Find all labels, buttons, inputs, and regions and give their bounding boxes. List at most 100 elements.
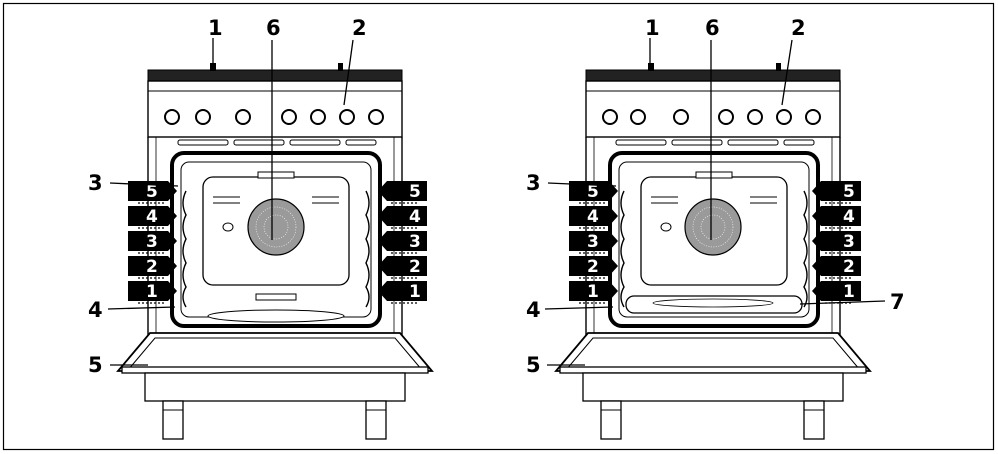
shelf-level-tag bbox=[378, 256, 427, 276]
callout-leaders bbox=[107, 38, 886, 366]
storage-drawer bbox=[582, 372, 844, 402]
callout-label: 4 bbox=[526, 298, 541, 322]
knob bbox=[776, 109, 792, 125]
shelf-level-tag bbox=[378, 181, 427, 201]
shelf-level-number: 4 bbox=[409, 207, 421, 227]
knob bbox=[602, 109, 618, 125]
shelf-level-number: 2 bbox=[587, 257, 599, 277]
door-handle bbox=[121, 366, 429, 374]
shelf-level-number: 1 bbox=[146, 282, 158, 302]
shelf-level-number: 5 bbox=[146, 182, 158, 202]
callout-label: 3 bbox=[526, 171, 541, 195]
callout-label: 4 bbox=[88, 298, 103, 322]
oven-fan bbox=[684, 198, 742, 256]
shelf-level-number: 5 bbox=[409, 182, 421, 202]
shelf-level-number: 3 bbox=[409, 232, 421, 252]
shelf-level-number: 5 bbox=[587, 182, 599, 202]
knob bbox=[235, 109, 251, 125]
callout-label: 2 bbox=[791, 16, 806, 40]
oven-left bbox=[116, 63, 434, 440]
shelf-level-tag bbox=[128, 231, 177, 251]
shelf-level-tag bbox=[569, 231, 618, 251]
knob bbox=[195, 109, 211, 125]
shelf-level-tags: 5 4 3 2 1 5 4 3 2 1 5 4 3 2 1 5 4 3 2 1 bbox=[128, 181, 861, 304]
shelf-level-tag bbox=[812, 231, 861, 251]
shelf-level-tag bbox=[569, 206, 618, 226]
shelf-level-number: 2 bbox=[409, 257, 421, 277]
shelf-level-number: 3 bbox=[587, 232, 599, 252]
vent-slots bbox=[615, 139, 815, 146]
shelf-level-tag bbox=[812, 256, 861, 276]
oven-fan bbox=[247, 198, 305, 256]
callout-label: 7 bbox=[890, 290, 905, 314]
oven-right bbox=[554, 63, 872, 440]
shelf-level-tag bbox=[378, 281, 427, 301]
knob bbox=[630, 109, 646, 125]
shelf-level-tag bbox=[128, 256, 177, 276]
oven-bottom-element bbox=[207, 309, 345, 323]
shelf-rails bbox=[620, 190, 808, 308]
callout-label: 6 bbox=[266, 16, 281, 40]
knob bbox=[718, 109, 734, 125]
oven-door bbox=[116, 332, 434, 372]
shelf-level-tag bbox=[128, 206, 177, 226]
shelf-level-number: 1 bbox=[409, 282, 421, 302]
knob bbox=[805, 109, 821, 125]
shelf-level-number: 4 bbox=[587, 207, 599, 227]
knob bbox=[164, 109, 180, 125]
knob bbox=[368, 109, 384, 125]
oven-lamp bbox=[222, 222, 234, 232]
storage-drawer bbox=[144, 372, 406, 402]
control-panel bbox=[585, 80, 841, 138]
shelf-level-number: 3 bbox=[146, 232, 158, 252]
knob bbox=[281, 109, 297, 125]
callout-label: 3 bbox=[88, 171, 103, 195]
door-handle bbox=[559, 366, 867, 374]
shelf-level-number: 4 bbox=[843, 207, 855, 227]
knob bbox=[673, 109, 689, 125]
foot bbox=[803, 400, 825, 440]
oven-lamp bbox=[660, 222, 672, 232]
shelf-level-number: 4 bbox=[146, 207, 158, 227]
shelf-level-number: 1 bbox=[843, 282, 855, 302]
oven-tray bbox=[625, 295, 803, 314]
knob bbox=[339, 109, 355, 125]
foot bbox=[162, 400, 184, 440]
shelf-level-number: 3 bbox=[843, 232, 855, 252]
hob-top bbox=[585, 69, 841, 82]
callout-label: 2 bbox=[352, 16, 367, 40]
shelf-level-number: 5 bbox=[843, 182, 855, 202]
knob bbox=[747, 109, 763, 125]
shelf-level-number: 2 bbox=[843, 257, 855, 277]
callout-label: 6 bbox=[705, 16, 720, 40]
callout-label: 1 bbox=[208, 16, 223, 40]
control-knobs bbox=[602, 109, 821, 125]
vent-slots bbox=[177, 139, 377, 146]
foot bbox=[600, 400, 622, 440]
callout-label: 5 bbox=[88, 353, 103, 377]
control-panel bbox=[147, 80, 403, 138]
shelf-rails bbox=[182, 190, 370, 308]
callout-label: 1 bbox=[645, 16, 660, 40]
oven-door bbox=[554, 332, 872, 372]
shelf-level-tag bbox=[378, 231, 427, 251]
callout-label: 5 bbox=[526, 353, 541, 377]
knob bbox=[310, 109, 326, 125]
shelf-level-tag bbox=[128, 281, 177, 301]
shelf-level-number: 1 bbox=[587, 282, 599, 302]
foot bbox=[365, 400, 387, 440]
shelf-level-tag bbox=[569, 256, 618, 276]
shelf-level-tag bbox=[812, 181, 861, 201]
hob-knob-stub bbox=[210, 63, 216, 71]
hob-top bbox=[147, 69, 403, 82]
shelf-level-number: 2 bbox=[146, 257, 158, 277]
control-knobs bbox=[164, 109, 384, 125]
shelf-level-tag bbox=[569, 281, 618, 301]
hob-knob-stub bbox=[338, 63, 343, 71]
shelf-level-tag bbox=[812, 206, 861, 226]
shelf-level-tag bbox=[378, 206, 427, 226]
callout-labels: 1 2 3 4 5 6 1 2 3 4 5 6 7 bbox=[88, 16, 905, 377]
